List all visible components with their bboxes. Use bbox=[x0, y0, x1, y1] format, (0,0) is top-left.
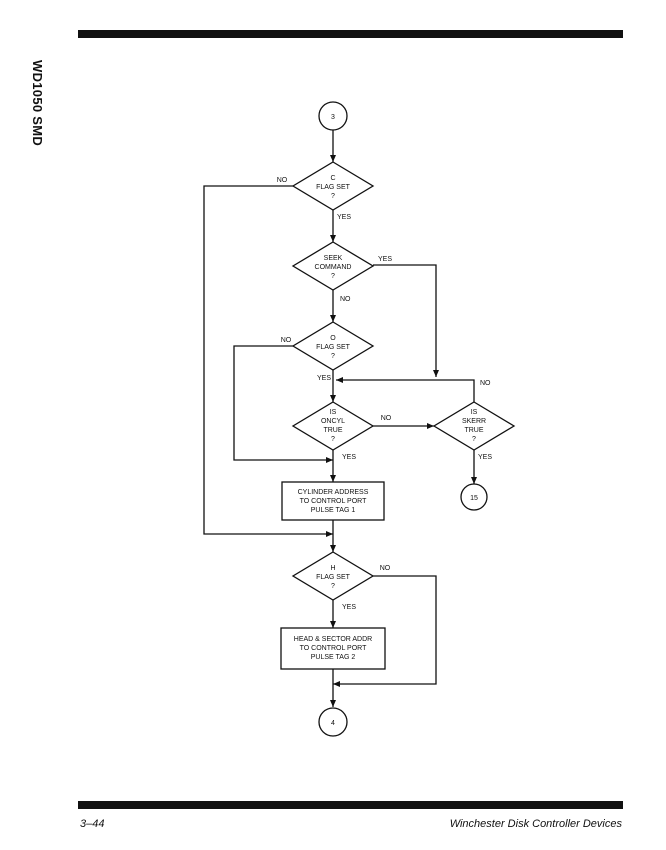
svg-text:?: ? bbox=[331, 273, 335, 280]
line-skerr-no bbox=[336, 377, 475, 402]
decision-seek-command: SEEK COMMAND ? bbox=[291, 241, 375, 291]
label-c-no: NO bbox=[277, 177, 288, 184]
svg-text:?: ? bbox=[472, 436, 476, 443]
svg-text:TO CONTROL PORT: TO CONTROL PORT bbox=[300, 645, 367, 652]
svg-text:O: O bbox=[330, 335, 336, 342]
svg-text:H: H bbox=[330, 565, 335, 572]
svg-text:CYLINDER ADDRESS: CYLINDER ADDRESS bbox=[298, 489, 369, 496]
svg-text:SKERR: SKERR bbox=[462, 418, 486, 425]
label-o-yes: YES bbox=[317, 375, 331, 382]
svg-text:TRUE: TRUE bbox=[464, 427, 483, 434]
decision-is-oncyl: IS ONCYL TRUE ? bbox=[291, 401, 375, 451]
svg-text:FLAG SET: FLAG SET bbox=[316, 184, 351, 191]
svg-text:COMMAND: COMMAND bbox=[315, 264, 352, 271]
svg-text:?: ? bbox=[331, 193, 335, 200]
svg-text:FLAG SET: FLAG SET bbox=[316, 574, 351, 581]
svg-text:IS: IS bbox=[471, 409, 478, 416]
label-seek-no: NO bbox=[340, 296, 351, 303]
process-cylinder-address: CYLINDER ADDRESS TO CONTROL PORT PULSE T… bbox=[281, 481, 385, 521]
connector-skerr-exit: 15 bbox=[460, 483, 488, 511]
svg-text:?: ? bbox=[331, 436, 335, 443]
svg-text:ONCYL: ONCYL bbox=[321, 418, 345, 425]
line-seek-yes bbox=[373, 264, 439, 377]
connector-skerr-exit-label: 15 bbox=[470, 495, 478, 502]
process-head-sector: HEAD & SECTOR ADDR TO CONTROL PORT PULSE… bbox=[280, 627, 386, 670]
top-rule bbox=[78, 30, 623, 38]
label-skerr-yes: YES bbox=[478, 454, 492, 461]
svg-text:SEEK: SEEK bbox=[324, 255, 343, 262]
svg-text:C: C bbox=[330, 175, 335, 182]
bottom-rule bbox=[78, 801, 623, 809]
line-c-no bbox=[203, 185, 333, 537]
svg-text:TO CONTROL PORT: TO CONTROL PORT bbox=[300, 498, 367, 505]
decision-is-skerr: IS SKERR TRUE ? bbox=[432, 401, 516, 451]
svg-text:?: ? bbox=[331, 583, 335, 590]
line-o-no bbox=[233, 345, 333, 463]
svg-text:PULSE TAG 1: PULSE TAG 1 bbox=[311, 507, 356, 514]
label-c-yes: YES bbox=[337, 214, 351, 221]
label-oncyl-no: NO bbox=[381, 415, 392, 422]
label-seek-yes: YES bbox=[378, 256, 392, 263]
connector-start-label: 3 bbox=[331, 114, 335, 121]
label-h-no: NO bbox=[380, 565, 391, 572]
svg-text:?: ? bbox=[331, 353, 335, 360]
svg-text:PULSE TAG 2: PULSE TAG 2 bbox=[311, 654, 356, 661]
line-h-no bbox=[333, 575, 437, 687]
flow-lines bbox=[203, 130, 477, 707]
label-skerr-no: NO bbox=[480, 380, 491, 387]
svg-text:FLAG SET: FLAG SET bbox=[316, 344, 351, 351]
decision-o-flag: O FLAG SET ? bbox=[291, 321, 375, 371]
svg-text:HEAD & SECTOR ADDR: HEAD & SECTOR ADDR bbox=[294, 636, 372, 643]
decision-c-flag: C FLAG SET ? bbox=[291, 161, 375, 211]
connector-end: 4 bbox=[318, 707, 348, 737]
label-o-no: NO bbox=[281, 337, 292, 344]
connector-end-label: 4 bbox=[331, 720, 335, 727]
page-number: 3–44 bbox=[80, 818, 105, 830]
footer-title: Winchester Disk Controller Devices bbox=[449, 818, 622, 830]
decision-h-flag: H FLAG SET ? bbox=[291, 551, 375, 601]
svg-text:IS: IS bbox=[330, 409, 337, 416]
svg-text:TRUE: TRUE bbox=[323, 427, 342, 434]
connector-start: 3 bbox=[318, 101, 348, 131]
label-h-yes: YES bbox=[342, 604, 356, 611]
label-oncyl-yes: YES bbox=[342, 454, 356, 461]
